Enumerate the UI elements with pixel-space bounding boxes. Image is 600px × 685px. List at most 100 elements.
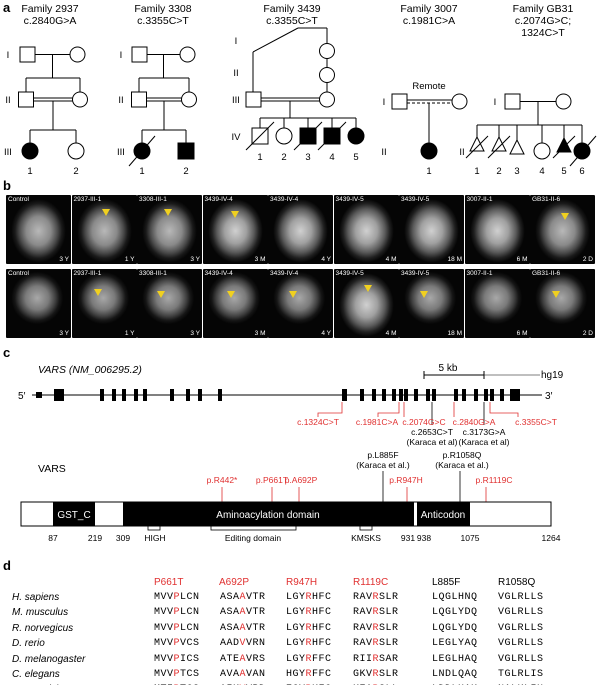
protein-mut-L885F-ref: (Karaca et al.) xyxy=(356,460,410,470)
ind-3308-1: 1 xyxy=(139,166,144,177)
genome-build-label: hg19 xyxy=(541,370,564,381)
sequence-pre: ASA xyxy=(220,622,240,634)
exons xyxy=(36,389,520,401)
pedigree-3439-IV-5-affected xyxy=(347,127,365,145)
domain-gst xyxy=(53,502,95,526)
sequence-pre: AAD xyxy=(220,638,240,650)
gene-variant-c1324: c.1324C>T xyxy=(297,417,339,427)
header-R1119C: R1119C xyxy=(353,577,389,588)
sequence-mid: L xyxy=(451,607,459,619)
family-gb31-variant: c.2074G>C; xyxy=(515,15,571,27)
yellow-arrow-icon xyxy=(561,213,569,220)
protein-mut-R1058Q-ref: (Karaca et al.) xyxy=(435,460,489,470)
gene-protein-panel: c VARS (NM_006295.2) 5 kb hg19 5′ 3′ xyxy=(3,345,564,543)
sequence-post: VTR xyxy=(246,607,266,619)
sequence-post: LIS xyxy=(524,669,544,680)
sequence-pre: LGY xyxy=(286,592,306,603)
species-name: M. musculus xyxy=(12,607,69,619)
ind-3439-1: 1 xyxy=(257,152,262,163)
pos-931: 931 xyxy=(401,533,415,543)
sequence-mid: L xyxy=(451,638,459,650)
sequence-pre: RAV xyxy=(353,638,373,650)
sequence-pre: MVV xyxy=(154,653,174,665)
panel-letter-c: c xyxy=(3,345,10,360)
sequence-post: SAR xyxy=(379,653,399,665)
five-prime-label: 5′ xyxy=(18,391,26,402)
sequence-cell: LEGLHAQ xyxy=(432,652,478,667)
protein-title: VARS xyxy=(38,463,66,475)
sequence-pre: MVV xyxy=(154,638,174,650)
domain-aminoacylation-label: Aminoacylation domain xyxy=(216,510,319,521)
sequence-cell: HGYRFFC xyxy=(286,667,332,682)
sequence-pre: LGY xyxy=(286,622,306,634)
species-name: R. norvegicus xyxy=(12,622,74,634)
yellow-arrow-icon xyxy=(289,291,297,298)
pedigree-3439-II-female xyxy=(319,43,335,59)
sequence-cell: LGYRHFC xyxy=(286,636,332,651)
yellow-arrow-icon xyxy=(164,209,172,216)
protein-mut-A692P: p.A692P xyxy=(285,475,318,485)
sequence-cell: MVVPLCN xyxy=(154,621,200,636)
panel-letter-a: a xyxy=(3,0,11,15)
sequence-pre: VGL xyxy=(498,638,518,650)
yellow-arrow-icon xyxy=(363,285,372,292)
sequence-post: LCN xyxy=(180,607,200,619)
sequence-cell: VGLRLLS xyxy=(498,621,544,636)
sequence-post: VTR xyxy=(246,592,266,603)
sequence-mid: R xyxy=(517,638,525,650)
sequence-mid: P xyxy=(173,638,181,650)
sequence-post: VRS xyxy=(246,653,266,665)
gen-2937-III: III xyxy=(4,147,12,158)
sequence-mid: A xyxy=(239,622,247,634)
sequence-pre: MVV xyxy=(154,669,174,680)
pedigree-3439-IV-2 xyxy=(275,127,293,145)
sequence-post: VCS xyxy=(180,638,200,650)
gene-variant-c2074: c.2074G>C xyxy=(402,417,445,427)
header-R947H: R947H xyxy=(286,577,318,588)
pedigree-3308-III-2-affected xyxy=(177,142,195,160)
protein-mut-P661T: p.P661T xyxy=(256,475,288,485)
gen-gb31-II: II xyxy=(459,147,464,158)
sequence-pre: RAV xyxy=(353,607,373,619)
pedigree-3308-II-female xyxy=(181,91,197,108)
sequence-post: SLR xyxy=(379,669,399,680)
sequence-mid: R xyxy=(305,638,313,650)
sequence-mid: R xyxy=(372,607,380,619)
sequence-cell: GKVRSLR xyxy=(353,667,399,682)
sequence-pre: LEG xyxy=(432,638,452,650)
sequence-cell: LGYRFFC xyxy=(286,652,332,667)
sequence-post: SLR xyxy=(379,638,399,650)
sequence-mid: L xyxy=(451,653,459,665)
family-gb31-variant2: 1324C>T xyxy=(521,27,565,39)
sequence-mid: R xyxy=(372,592,380,603)
family-gb31-name: Family GB31 xyxy=(513,3,574,15)
pedigree-gb31-II-4 xyxy=(533,142,551,160)
gene-title: VARS (NM_006295.2) xyxy=(38,364,142,376)
three-prime-label: 3′ xyxy=(545,391,553,402)
sequence-post: HAQ xyxy=(458,653,478,665)
gen-2937-I: I xyxy=(7,50,10,61)
pos-219: 219 xyxy=(88,533,102,543)
sequence-mid: P xyxy=(173,592,181,603)
sequence-cell: LGYRHFC xyxy=(286,621,332,636)
pedigree-3007-I-male xyxy=(391,93,408,110)
ind-3439-4: 4 xyxy=(329,152,334,163)
sequence-mid: R xyxy=(372,653,380,665)
gen-3439-IV: IV xyxy=(232,132,242,143)
sequence-pre: LQG xyxy=(432,622,452,634)
sequence-pre: MVV xyxy=(154,622,174,634)
sequence-mid: R xyxy=(372,669,380,680)
family-3007-name: Family 3007 xyxy=(400,3,457,15)
sequence-post: QAQ xyxy=(458,669,478,680)
sequence-mid: P xyxy=(173,653,181,665)
gene-variant-c1981: c.1981C>A xyxy=(356,417,399,427)
